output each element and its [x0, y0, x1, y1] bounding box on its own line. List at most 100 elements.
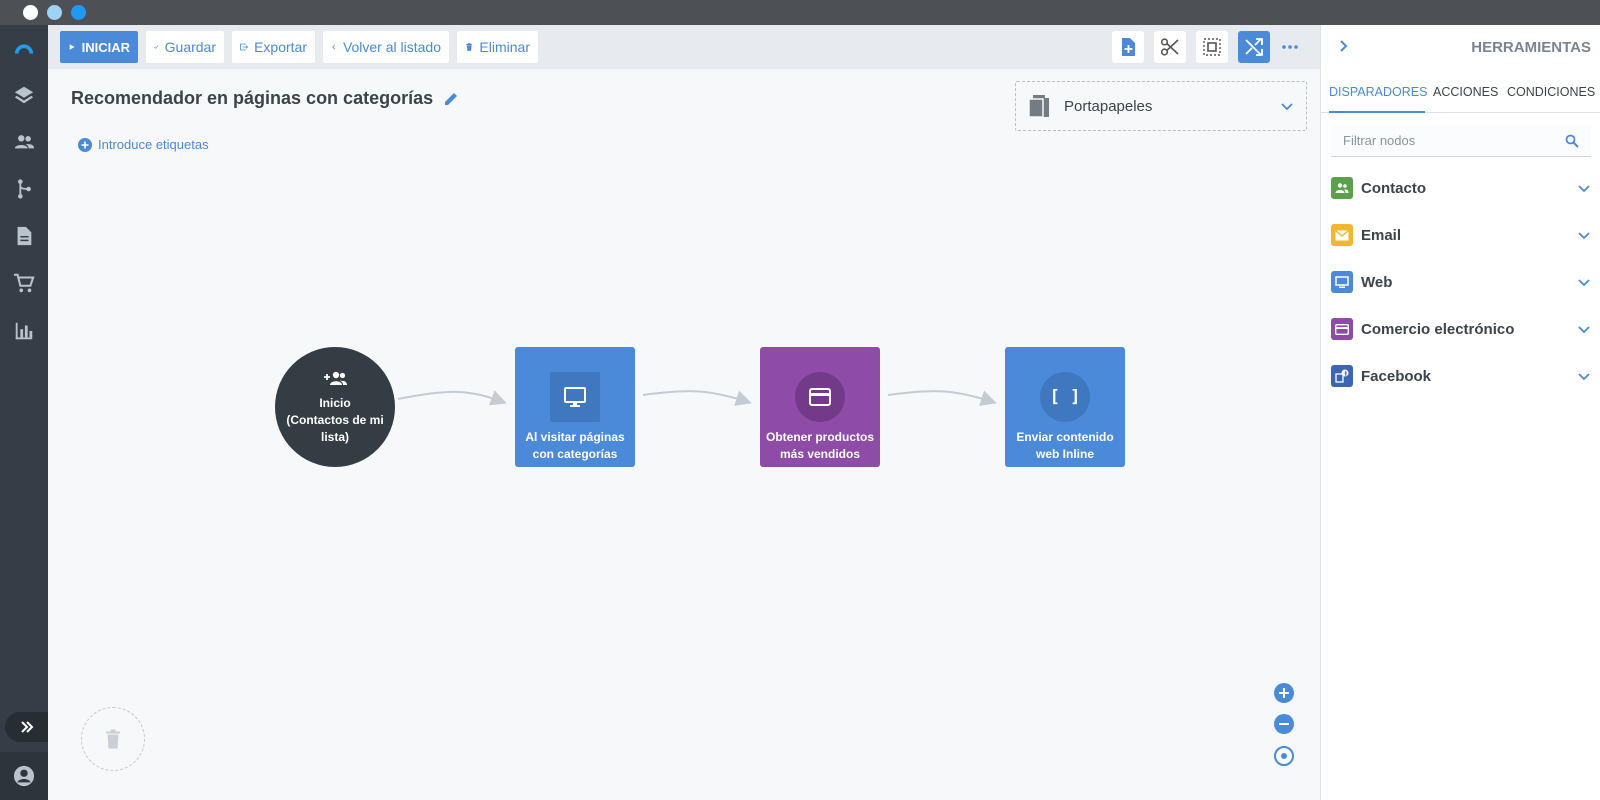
add-note-button[interactable]: [1112, 31, 1144, 63]
monitor-icon: [1331, 271, 1353, 293]
expand-sidebar-button[interactable]: [5, 712, 48, 742]
node-label: Al visitar páginas con categorías: [525, 430, 625, 461]
category-ecommerce[interactable]: Comercio electrónico: [1331, 316, 1591, 342]
user-account-button[interactable]: [0, 752, 48, 800]
start-node-label: Inicio (Contactos de mi lista): [279, 395, 391, 446]
add-tags-label: Introduce etiquetas: [98, 137, 209, 152]
select-area-icon: [1203, 38, 1221, 56]
category-web[interactable]: Web: [1331, 269, 1591, 295]
contacts-icon[interactable]: [12, 130, 36, 154]
target-icon: [1281, 753, 1287, 759]
zoom-out-button[interactable]: [1274, 714, 1294, 734]
category-label: Facebook: [1361, 367, 1432, 385]
plus-circle-icon: [78, 137, 92, 152]
node-label: Obtener productos más vendidos: [765, 430, 874, 461]
connector-1: [397, 390, 507, 406]
action-node-inline-content[interactable]: [ ] Enviar contenido web Inline: [1005, 347, 1125, 467]
search-icon[interactable]: [1565, 134, 1579, 148]
cut-button[interactable]: [1154, 31, 1186, 63]
window-titlebar: [0, 0, 1600, 25]
user-icon: [13, 765, 35, 787]
node-icon-box: [795, 372, 845, 422]
save-button-label: Guardar: [164, 39, 216, 55]
contacts-icon: [1331, 177, 1353, 199]
pencil-icon[interactable]: [443, 91, 459, 107]
shuffle-button[interactable]: [1238, 31, 1270, 63]
envelope-icon: [1331, 224, 1353, 246]
category-label: Contacto: [1361, 179, 1426, 197]
flow-canvas[interactable]: Recomendador en páginas con categorías I…: [48, 69, 1320, 800]
tab-conditions[interactable]: CONDICIONES: [1507, 85, 1596, 99]
trash-icon: [466, 43, 473, 51]
export-button-label: Exportar: [254, 39, 307, 55]
plus-icon: [1279, 688, 1289, 698]
category-facebook[interactable]: Facebook: [1331, 363, 1591, 389]
tab-actions[interactable]: ACCIONES: [1433, 85, 1499, 99]
brackets-icon: [ ]: [1040, 372, 1090, 422]
add-tags-button[interactable]: Introduce etiquetas: [78, 137, 209, 152]
back-to-list-button[interactable]: Volver al listado: [323, 31, 449, 63]
save-button[interactable]: Guardar: [146, 31, 224, 63]
node-label: Enviar contenido web Inline: [1016, 430, 1114, 461]
action-node-best-sellers[interactable]: Obtener productos más vendidos: [760, 347, 880, 467]
tools-panel-title: HERRAMIENTAS: [1471, 39, 1591, 56]
more-options-button[interactable]: [1274, 31, 1306, 63]
export-icon: [240, 43, 249, 51]
main-sidebar: [0, 25, 48, 800]
window-maximize-dot[interactable]: [71, 5, 86, 20]
window-close-dot[interactable]: [23, 5, 38, 20]
chevron-left-icon: [332, 44, 336, 50]
play-icon: [69, 44, 75, 50]
category-contact[interactable]: Contacto: [1331, 175, 1591, 201]
category-label: Web: [1361, 273, 1393, 291]
cart-icon[interactable]: [12, 271, 36, 295]
delete-button-label: Eliminar: [479, 39, 530, 55]
start-button-label: INICIAR: [81, 39, 130, 55]
document-icon[interactable]: [12, 224, 36, 248]
node-icon-box: [550, 372, 600, 422]
select-area-button[interactable]: [1196, 31, 1228, 63]
facebook-icon: [1331, 365, 1353, 387]
trash-icon: [106, 729, 120, 749]
start-node[interactable]: Inicio (Contactos de mi lista): [275, 347, 395, 467]
shuffle-icon: [1245, 38, 1263, 56]
trash-drop-zone[interactable]: [81, 707, 145, 771]
center-view-button[interactable]: [1274, 746, 1294, 766]
category-label: Comercio electrónico: [1361, 320, 1515, 338]
flow-connectors: [397, 390, 997, 406]
clipboard-dropdown[interactable]: Portapapeles: [1015, 81, 1307, 131]
connector-3: [887, 390, 997, 406]
chevron-down-icon: [1281, 103, 1293, 111]
window-minimize-dot[interactable]: [47, 5, 62, 20]
chevron-down-icon: [1578, 326, 1590, 334]
chart-icon[interactable]: [12, 319, 36, 343]
delete-button[interactable]: Eliminar: [457, 31, 538, 63]
connector-2: [642, 390, 752, 406]
chevron-right-icon[interactable]: [1337, 39, 1351, 53]
flow-title: Recomendador en páginas con categorías: [71, 88, 434, 108]
clipboard-icon: [1028, 95, 1049, 118]
tools-tabs: DISPARADORES ACCIONES CONDICIONES: [1321, 81, 1600, 113]
start-node-title: Inicio: [319, 396, 351, 410]
filter-nodes-input[interactable]: [1343, 133, 1565, 148]
trigger-node-visit-pages[interactable]: Al visitar páginas con categorías: [515, 347, 635, 467]
layers-icon[interactable]: [12, 83, 36, 107]
category-email[interactable]: Email: [1331, 222, 1591, 248]
back-to-list-label: Volver al listado: [342, 39, 441, 55]
add-group-icon: [324, 371, 347, 385]
chevron-down-icon: [1578, 373, 1590, 381]
filter-nodes-field: [1331, 125, 1591, 157]
zoom-in-button[interactable]: [1274, 683, 1294, 703]
chevron-down-icon: [1578, 279, 1590, 287]
clipboard-label: Portapapeles: [1064, 97, 1153, 115]
automation-icon[interactable]: [12, 177, 36, 201]
monitor-icon: [564, 387, 586, 407]
credit-card-icon: [1331, 318, 1353, 340]
export-button[interactable]: Exportar: [232, 31, 315, 63]
tab-triggers[interactable]: DISPARADORES: [1329, 81, 1427, 113]
start-node-subtitle: (Contactos de mi lista): [286, 413, 384, 444]
chevron-down-icon: [1578, 185, 1590, 193]
start-button[interactable]: INICIAR: [60, 31, 138, 63]
logo-icon[interactable]: [12, 37, 36, 61]
check-icon: [154, 45, 159, 49]
